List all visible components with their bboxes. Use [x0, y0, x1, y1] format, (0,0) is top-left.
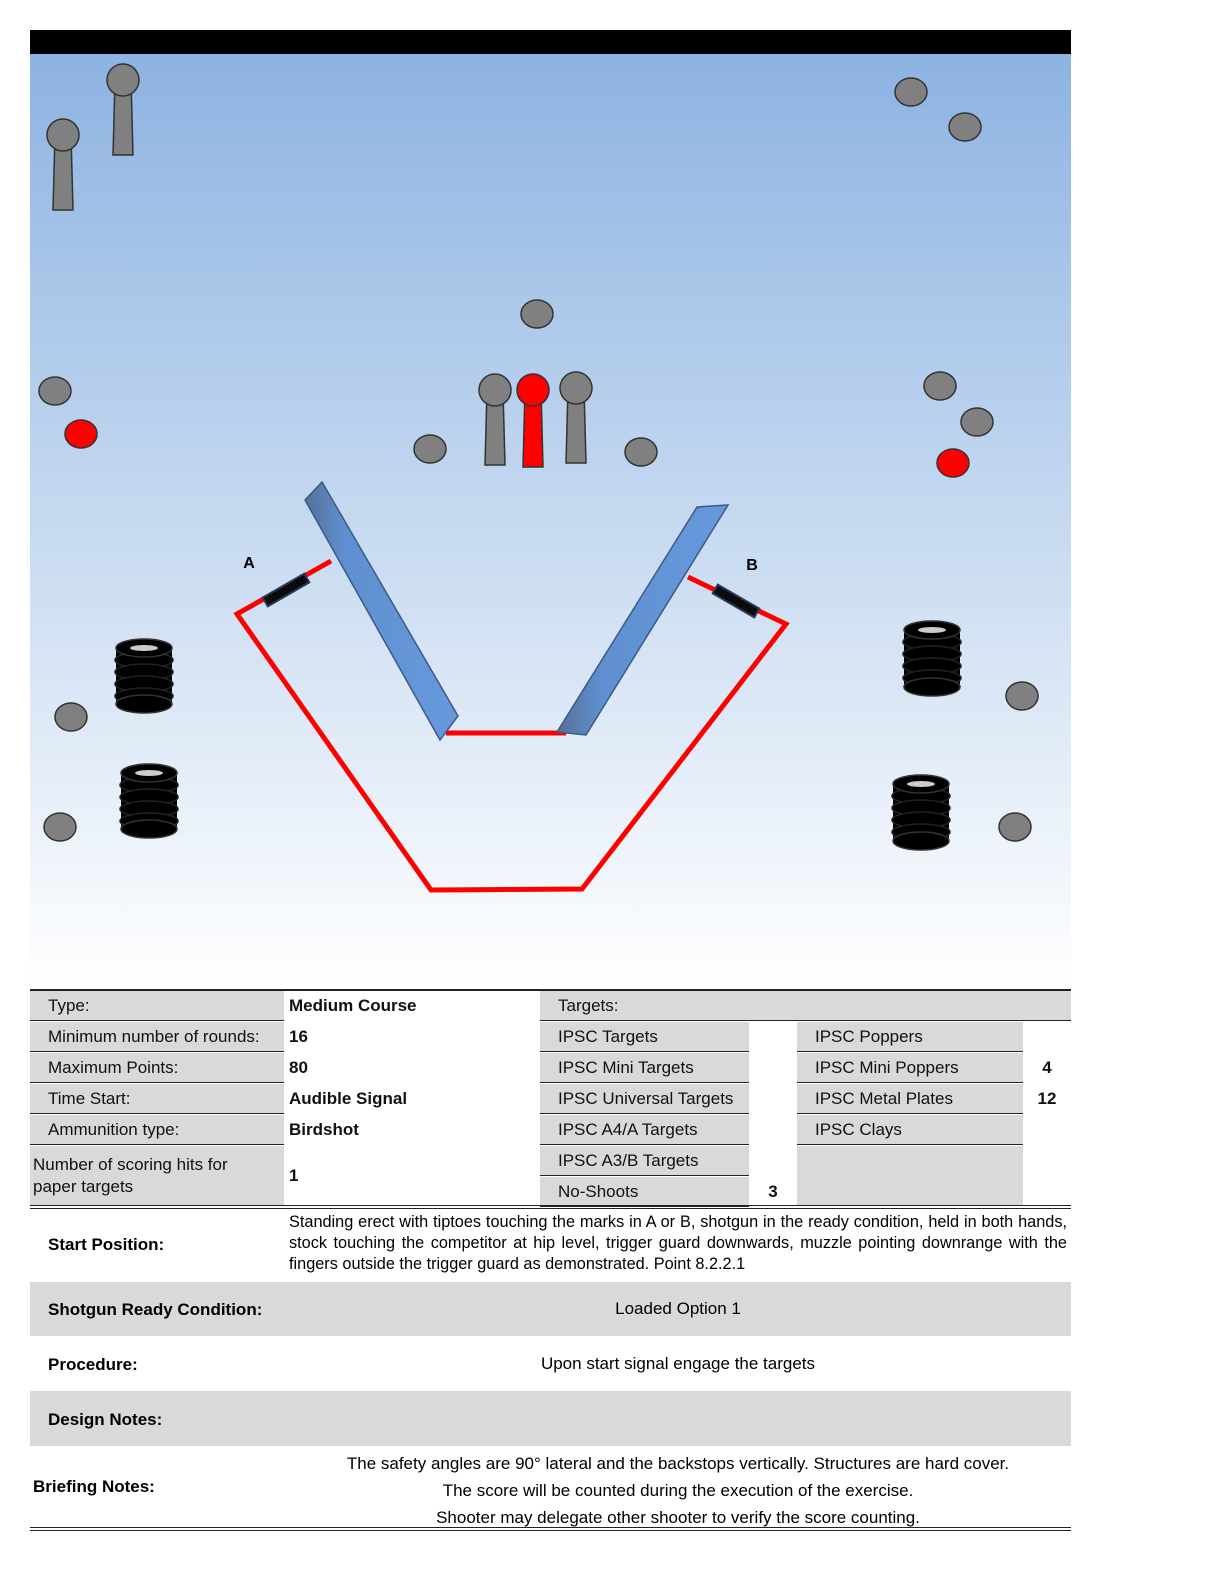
- procedure-section: Procedure: Upon start signal engage the …: [30, 1336, 1071, 1391]
- hits-value: 1: [289, 1165, 299, 1185]
- points-value: 80: [289, 1058, 308, 1077]
- target-type-label: IPSC A3/B Targets: [540, 1146, 749, 1176]
- ready-condition-label: Shotgun Ready Condition:: [48, 1300, 263, 1319]
- target-type-count: 3: [768, 1182, 778, 1201]
- target-type-label: IPSC Targets: [540, 1022, 749, 1052]
- steel-type-label: IPSC Metal Plates: [797, 1084, 1023, 1114]
- wall-left: [304, 480, 459, 742]
- fault-line: [233, 558, 790, 893]
- start-position-text: Standing erect with tiptoes touching the…: [289, 1213, 1067, 1273]
- start-position-section: Start Position: Standing erect with tipt…: [30, 1210, 1071, 1280]
- metal-plate: [54, 702, 88, 732]
- steel-type-label: IPSC Poppers: [797, 1022, 1023, 1052]
- metal-plate: [413, 434, 447, 464]
- target-type-count: [749, 1146, 797, 1176]
- stage-diagram: A B: [30, 54, 1071, 988]
- divider: [30, 989, 1071, 991]
- ready-condition-section: Shotgun Ready Condition: Loaded Option 1: [30, 1282, 1071, 1336]
- target-type-count: [749, 1022, 797, 1052]
- barrel-stack: [119, 763, 179, 839]
- briefing-line: The safety angles are 90° lateral and th…: [346, 1454, 1010, 1473]
- briefing-notes-section: Briefing Notes: The safety angles are 90…: [30, 1446, 1071, 1528]
- barrel-stack: [902, 620, 962, 697]
- metal-plate: [998, 812, 1032, 842]
- metal-plate: [624, 437, 658, 467]
- steel-type-label: IPSC Mini Poppers: [797, 1053, 1023, 1083]
- ammo-label: Ammunition type:: [30, 1115, 284, 1145]
- start-mark-a: [261, 572, 311, 608]
- briefing-notes-label: Briefing Notes:: [33, 1477, 155, 1496]
- steel-type-count: [1023, 1022, 1071, 1052]
- procedure-text: Upon start signal engage the targets: [540, 1354, 816, 1373]
- points-label: Maximum Points:: [30, 1053, 284, 1083]
- steel-type-count: 4: [1042, 1058, 1052, 1077]
- mini-popper: [106, 63, 140, 156]
- metal-plate: [38, 376, 72, 406]
- label-a: A: [243, 555, 255, 572]
- design-notes-section: Design Notes:: [30, 1391, 1071, 1446]
- briefing-line: Shooter may delegate other shooter to ve…: [436, 1508, 920, 1527]
- mini-popper: [46, 118, 80, 211]
- ready-condition-text: Loaded Option 1: [615, 1299, 741, 1318]
- label-b: B: [746, 557, 758, 574]
- mini-popper: [478, 373, 512, 466]
- type-label: Type:: [30, 991, 284, 1021]
- barrel-stack: [891, 774, 951, 851]
- metal-plate: [894, 77, 928, 107]
- target-type-label: IPSC A4/A Targets: [540, 1115, 749, 1145]
- target-type-count: [749, 1115, 797, 1145]
- target-type-count: [749, 1053, 797, 1083]
- rounds-label: Minimum number of rounds:: [30, 1022, 284, 1052]
- target-type-count: [749, 1084, 797, 1114]
- target-type-label: IPSC Mini Targets: [540, 1053, 749, 1083]
- hits-label: Number of scoring hits for paper targets: [30, 1146, 284, 1205]
- start-value: Audible Signal: [289, 1089, 408, 1108]
- start-position-label: Start Position:: [48, 1235, 165, 1254]
- target-type-label: No-Shoots: [540, 1177, 749, 1207]
- no-shoot-plate: [64, 419, 98, 449]
- rounds-value: 16: [289, 1027, 308, 1046]
- targets-header: Targets:: [540, 991, 1071, 1021]
- no-shoot-popper: [516, 373, 550, 468]
- start-mark-b: [711, 583, 761, 619]
- briefing-line: The score will be counted during the exe…: [442, 1481, 914, 1500]
- metal-plate: [923, 371, 957, 401]
- metal-plate: [948, 112, 982, 142]
- metal-plate: [1005, 681, 1039, 711]
- no-shoot-plate: [936, 448, 970, 478]
- type-value: Medium Course: [289, 996, 417, 1015]
- metal-plate: [520, 299, 554, 329]
- metal-plate: [960, 407, 994, 437]
- ammo-value: Birdshot: [289, 1120, 359, 1139]
- mini-popper: [559, 371, 593, 464]
- target-type-label: IPSC Universal Targets: [540, 1084, 749, 1114]
- barrel-stack: [114, 638, 174, 714]
- targets-empty-cell: [797, 1146, 1023, 1205]
- procedure-label: Procedure:: [48, 1355, 138, 1374]
- steel-type-count: 12: [1037, 1089, 1057, 1108]
- wall-right: [555, 504, 730, 736]
- header-bar: [30, 30, 1071, 54]
- steel-type-count: [1023, 1115, 1071, 1145]
- design-notes-label: Design Notes:: [48, 1410, 163, 1429]
- steel-type-label: IPSC Clays: [797, 1115, 1023, 1145]
- metal-plate: [43, 812, 77, 842]
- start-label: Time Start:: [30, 1084, 284, 1114]
